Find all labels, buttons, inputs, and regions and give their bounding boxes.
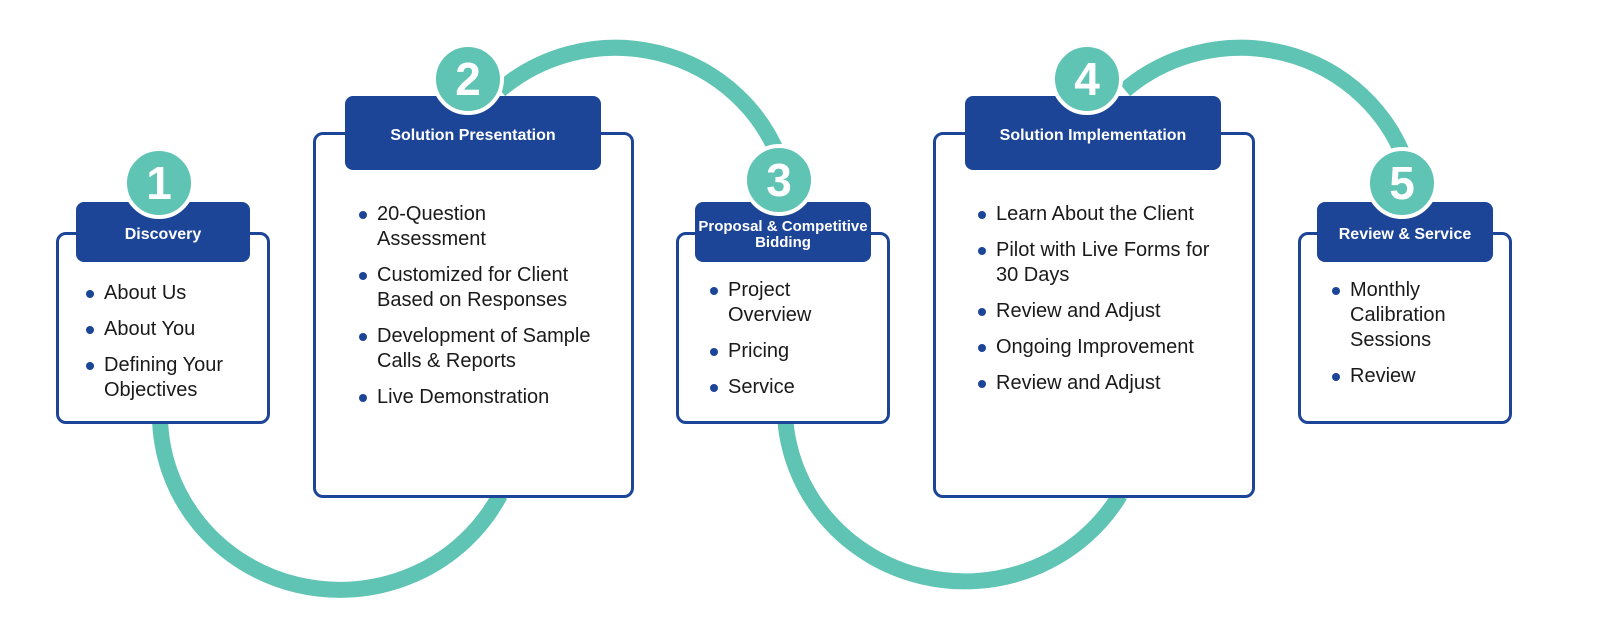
step-title: Proposal & Competitive Bidding [695, 202, 871, 262]
list-item: 20-Question Assessment [357, 202, 597, 252]
step-title: Discovery [76, 202, 250, 262]
step-number-badge: 3 [743, 144, 815, 216]
list-item: Review [1330, 364, 1470, 389]
list-item: Monthly Calibration Sessions [1330, 278, 1470, 353]
connector-arc-1-2 [152, 414, 508, 598]
list-item: Review and Adjust [976, 371, 1216, 396]
step-card [676, 232, 890, 424]
step-number-badge: 1 [123, 147, 195, 219]
connector-arc-2-3 [494, 39, 788, 163]
list-item: Live Demonstration [357, 385, 597, 410]
list-item: Learn About the Client [976, 202, 1216, 227]
step-number-badge: 5 [1366, 147, 1438, 219]
step-items: Project Overview Pricing Service [708, 278, 878, 411]
step-card [933, 132, 1255, 498]
list-item: About Us [84, 281, 254, 306]
list-item: Ongoing Improvement [976, 335, 1216, 360]
step-number-badge: 4 [1051, 43, 1123, 115]
connector-arc-3-4 [777, 414, 1127, 590]
step-card [1298, 232, 1512, 424]
step-number-badge: 2 [432, 43, 504, 115]
connector-arc-4-5 [1119, 39, 1413, 163]
list-item: Review and Adjust [976, 299, 1216, 324]
step-items: Learn About the Client Pilot with Live F… [976, 202, 1216, 407]
list-item: Pricing [708, 339, 878, 364]
step-items: 20-Question Assessment Customized for Cl… [357, 202, 597, 421]
list-item: Project Overview [708, 278, 878, 328]
step-items: Monthly Calibration Sessions Review [1330, 278, 1470, 400]
list-item: Pilot with Live Forms for 30 Days [976, 238, 1216, 288]
step-title: Solution Implementation [965, 96, 1221, 170]
step-card [313, 132, 634, 498]
list-item: About You [84, 317, 254, 342]
list-item: Development of Sample Calls & Reports [357, 324, 597, 374]
step-title: Review & Service [1317, 202, 1493, 262]
step-items: About Us About You Defining Your Objecti… [84, 281, 254, 414]
list-item: Service [708, 375, 878, 400]
list-item: Defining Your Objectives [84, 353, 254, 403]
list-item: Customized for Client Based on Responses [357, 263, 597, 313]
